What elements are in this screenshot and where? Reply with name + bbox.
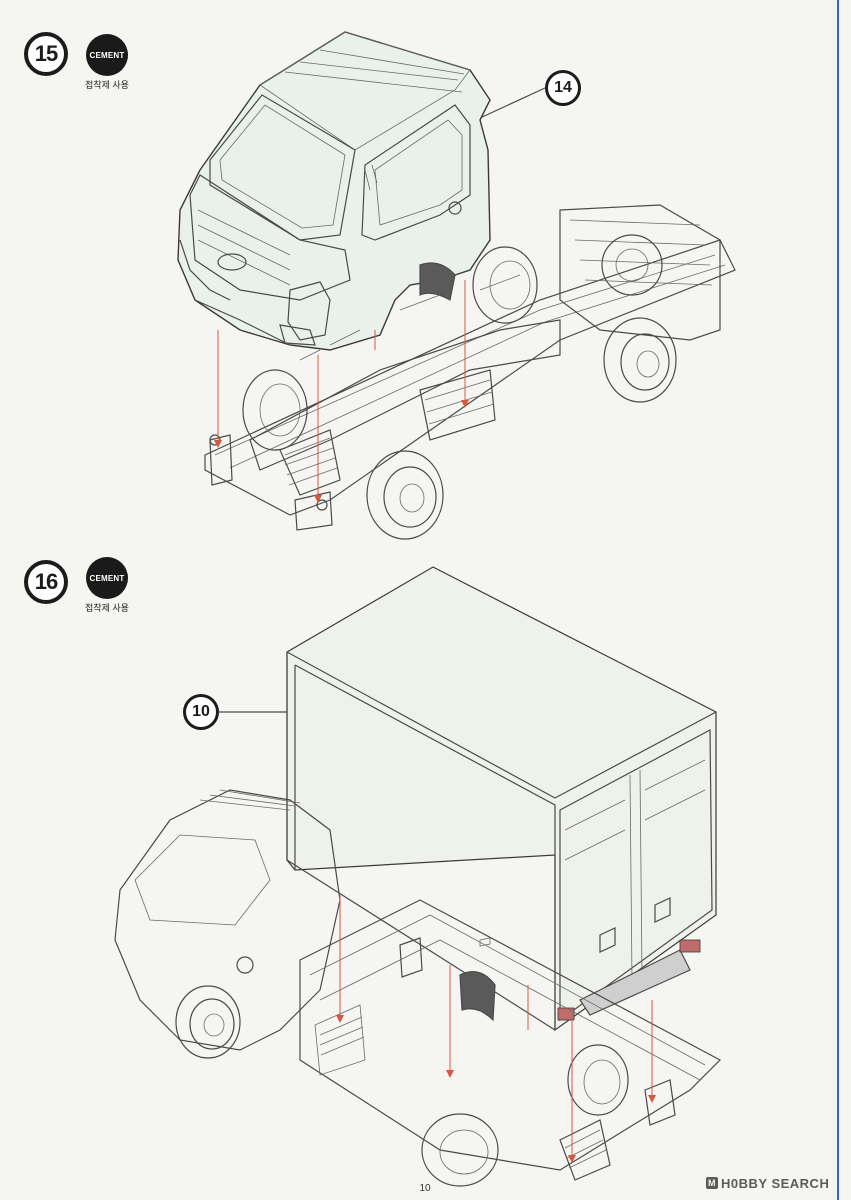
truck-cab-part xyxy=(177,31,491,351)
page-number: 10 xyxy=(419,1183,431,1194)
callout-leader-14 xyxy=(479,87,546,119)
step-16-badge: 16 xyxy=(24,560,68,604)
step-15-badge: 15 xyxy=(24,32,68,76)
part-callout-number: 14 xyxy=(554,79,572,96)
assembly-arrow-icon xyxy=(214,280,469,503)
watermark-logo-icon: M xyxy=(706,1177,718,1189)
cargo-box-part xyxy=(286,566,717,1032)
part-callout-10: 10 xyxy=(183,694,219,730)
watermark-text: H0BBY SEARCH xyxy=(721,1175,830,1191)
cement-icon: CEMENT xyxy=(86,34,128,76)
part-callout-number: 10 xyxy=(192,703,210,720)
truck-wheels xyxy=(242,246,677,540)
assembly-arrow-icon xyxy=(336,895,656,1163)
watermark: M H0BBY SEARCH xyxy=(706,1174,829,1192)
part-callout-14: 14 xyxy=(545,70,581,106)
cement-icon: CEMENT xyxy=(86,557,128,599)
page-edge-rule xyxy=(837,0,839,1200)
step-15-number: 15 xyxy=(34,41,59,66)
cement-label: CEMENT xyxy=(89,50,125,60)
truck-assembly xyxy=(114,789,721,1187)
cement-caption: 접착제 사용 xyxy=(85,80,129,90)
cement-caption: 접착제 사용 xyxy=(85,603,129,613)
cement-label: CEMENT xyxy=(89,573,125,583)
step-16-number: 16 xyxy=(34,569,59,594)
truck-chassis xyxy=(204,204,736,531)
